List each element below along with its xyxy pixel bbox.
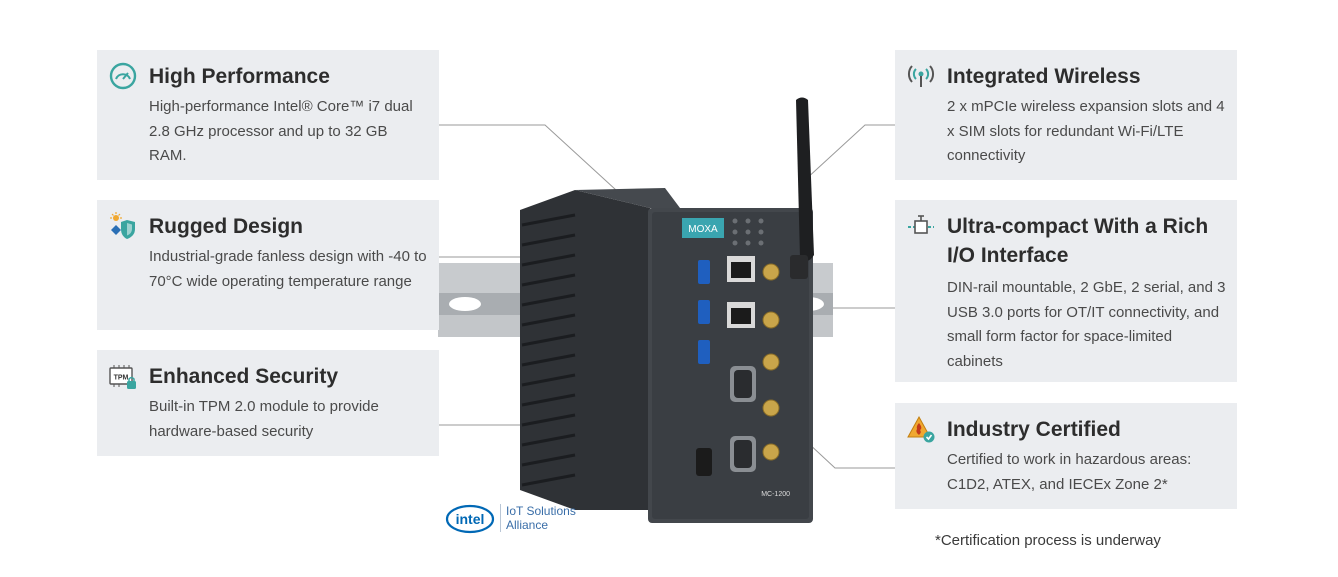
feature-title: High Performance [149,65,330,88]
intel-logo-mark: intel [445,504,495,534]
feature-title: Enhanced Security [149,365,339,388]
feature-description: Industrial-grade fanless design with -40… [149,248,427,290]
feature-description: Built-in TPM 2.0 module to provide hardw… [149,398,379,440]
gauge-icon [109,62,137,90]
feature-title: Ultra-compact With a Rich I/O Interface [947,215,1209,267]
svg-text:TPM: TPM [114,375,129,382]
intel-iot-solutions-alliance-logo: intel IoT Solutions Alliance [445,500,595,536]
shield-sun-icon [110,212,135,239]
feature-description: DIN-rail mountable, 2 GbE, 2 serial, and… [947,279,1226,370]
partner-line-2: Alliance [506,518,549,532]
feature-title: Integrated Wireless [947,65,1141,88]
feature-card-high-performance: High Performance High-performance Intel®… [97,50,439,180]
antenna [790,97,814,279]
tpm-chip-lock-icon: TPM [109,365,136,389]
model-label: MC-1200 [761,491,790,498]
feature-card-rugged-design: Rugged Design Industrial-grade fanless d… [97,200,439,330]
feature-card-integrated-wireless: Integrated Wireless 2 x mPCIe wireless e… [895,50,1237,180]
feature-card-ultra-compact: Ultra-compact With a Rich I/O Interface … [895,200,1237,382]
feature-description: High-performance Intel® Core™ i7 dual 2.… [149,98,413,164]
feature-card-enhanced-security: TPM Enhanced Security Built-in TPM 2.0 m… [97,350,439,456]
moxa-brand-label: MOXA [688,224,718,235]
hazard-certified-icon [907,415,935,443]
logo-divider [500,504,501,532]
feature-description: 2 x mPCIe wireless expansion slots and 4… [947,98,1225,164]
moxa-mc1200-device-image: MOXA MC-1200 [438,97,833,523]
feature-title: Industry Certified [947,418,1121,441]
feature-title: Rugged Design [149,215,304,238]
wireless-antenna-icon [908,65,934,87]
front-panel: MOXA MC-1200 [648,208,813,523]
feature-description: Certified to work in hazardous areas: C1… [947,451,1192,493]
partner-line-1: IoT Solutions [506,504,576,518]
feature-card-industry-certified: Industry Certified Certified to work in … [895,403,1237,509]
intel-brand-text: intel [456,511,485,527]
footnote: *Certification process is underway [935,532,1161,549]
din-rail-icon [908,215,934,234]
heatsink [520,188,680,510]
